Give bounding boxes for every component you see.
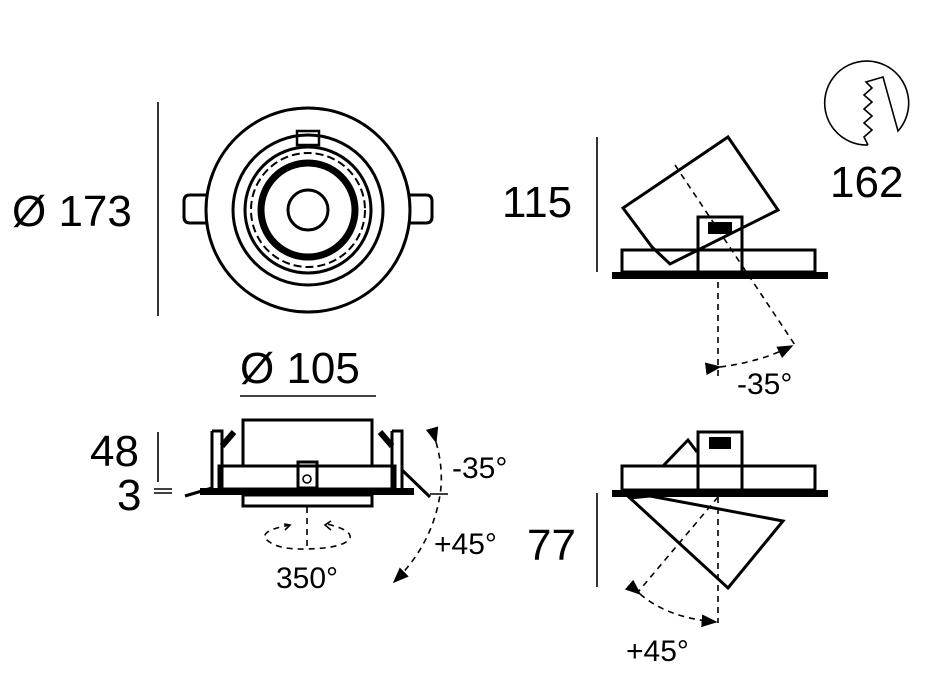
right-spring-leaf [377,430,395,448]
housing [217,464,397,491]
inner-rim [231,133,385,287]
housing [620,464,817,492]
outer-rim [204,106,412,314]
right-spring [390,429,432,499]
flange [612,272,828,279]
cutout-diameter-label: Ø 105 [240,344,360,393]
tilt-arc [704,345,794,376]
pivot-screw [302,474,312,484]
tilt-arc [624,579,718,628]
tilt-up-view [596,134,828,378]
outer-diameter-label: Ø 173 [12,187,132,236]
pivot-bracket [696,430,744,492]
left-spring-tab [182,193,206,225]
top-clip [295,129,321,147]
height-48-label: 48 [90,427,139,476]
lamp-back [661,437,699,468]
tilt-pos-view-label: +45° [626,635,689,668]
height-115-label: 115 [502,178,572,227]
reflector-ring [257,159,359,261]
bottom-trim [241,493,374,508]
tilt-neg-label: -35° [452,452,507,485]
tilt-down-view [596,430,828,628]
right-spring-tab [410,193,434,225]
housing [620,248,817,274]
side-view [154,418,448,584]
flange [612,490,828,497]
connector [708,222,732,234]
tilted-lamp-body [620,134,781,266]
left-spring-leaf [219,430,237,448]
gimbal-ring [243,145,373,275]
tilt-pos-label: +45° [434,528,497,561]
connector [709,437,731,449]
rotation-arc [263,523,351,550]
pivot-bracket [696,215,744,274]
lamp-body [241,418,374,468]
ring-detail [250,152,366,268]
tilt-axis [637,496,719,593]
cutout-icon [823,60,910,146]
tilt-axis [674,164,796,346]
rotation-label: 350° [276,562,338,595]
top-view [157,102,434,316]
flange-3-label: 3 [117,471,141,520]
left-spring [184,429,224,498]
tilt-neg-view-label: -35° [737,368,792,401]
ceiling-cut-icon [823,60,910,146]
pivot-block [296,460,319,490]
tilt-arc [392,426,443,584]
flange [200,488,414,495]
height-77-label: 77 [527,521,576,570]
cutout-162-label: 162 [830,158,903,207]
rotation-arrows [283,520,332,531]
lens [286,188,330,232]
